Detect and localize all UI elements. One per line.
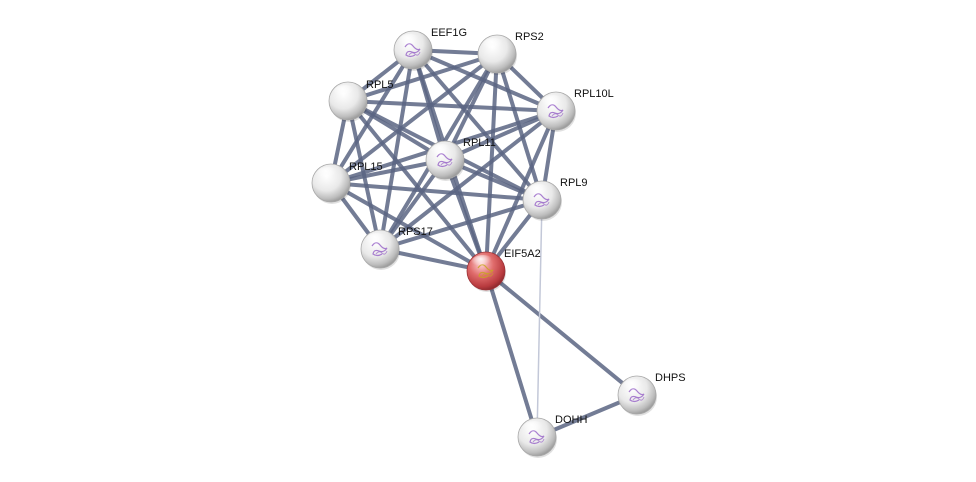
- node-label-rps17: RPS17: [398, 226, 433, 238]
- node-rpl15[interactable]: RPL15: [311, 161, 383, 204]
- node-label-rpl5: RPL5: [366, 79, 394, 91]
- edge-rpl9-rps17[interactable]: [378, 198, 544, 251]
- protein-structure-icon: [537, 201, 550, 206]
- node-highlight: [622, 379, 646, 395]
- node-rpl9[interactable]: RPL9: [522, 177, 588, 221]
- edge-rpl5-eif5a2[interactable]: [346, 99, 488, 273]
- node-highlight: [333, 85, 357, 101]
- protein-structure-icon: [632, 396, 645, 401]
- node-label-rpl15: RPL15: [349, 161, 383, 173]
- edge-eif5a2-dhps[interactable]: [484, 269, 639, 397]
- node-rpl11[interactable]: RPL11: [425, 137, 496, 181]
- protein-structure-icon: [375, 250, 388, 255]
- node-highlight: [365, 233, 389, 249]
- node-highlight: [398, 34, 422, 50]
- edge-rpl9-dohh[interactable]: [536, 199, 543, 438]
- edge-rps2-rpl5[interactable]: [346, 52, 499, 103]
- node-dhps[interactable]: DHPS: [617, 372, 686, 416]
- node-label-rps2: RPS2: [515, 31, 544, 43]
- node-label-dohh: DOHH: [555, 414, 587, 426]
- node-highlight: [316, 167, 340, 183]
- node-label-dhps: DHPS: [655, 372, 686, 384]
- node-highlight: [482, 38, 506, 54]
- node-rps17[interactable]: RPS17: [360, 226, 433, 270]
- node-label-eef1g: EEF1G: [431, 27, 467, 39]
- edge-rpl10l-rpl11[interactable]: [443, 109, 558, 162]
- node-dohh[interactable]: DOHH: [517, 414, 587, 458]
- node-highlight: [527, 184, 551, 200]
- node-eif5a2[interactable]: EIF5A2: [466, 248, 541, 292]
- node-highlight: [430, 144, 454, 160]
- node-eef1g[interactable]: EEF1G: [393, 27, 467, 71]
- edge-rpl15-rpl9[interactable]: [329, 181, 544, 202]
- node-rpl10l[interactable]: RPL10L: [536, 88, 614, 132]
- node-highlight: [522, 421, 546, 437]
- node-label-rpl9: RPL9: [560, 177, 588, 189]
- protein-structure-icon: [551, 112, 564, 117]
- protein-structure-icon: [408, 51, 421, 56]
- node-highlight: [471, 255, 495, 271]
- node-rpl5[interactable]: RPL5: [328, 79, 394, 122]
- protein-structure-icon: [440, 161, 453, 166]
- protein-structure-icon: [481, 272, 494, 277]
- node-label-rpl10l: RPL10L: [574, 88, 614, 100]
- edge-rps2-rpl15[interactable]: [329, 52, 499, 185]
- edge-rpl5-rpl10l[interactable]: [346, 99, 558, 113]
- protein-structure-icon: [532, 438, 545, 443]
- node-label-eif5a2: EIF5A2: [504, 248, 541, 260]
- edge-rpl11-eif5a2[interactable]: [443, 158, 488, 273]
- edge-rpl15-eif5a2[interactable]: [329, 181, 488, 273]
- edge-eif5a2-dohh[interactable]: [484, 269, 539, 439]
- node-label-rpl11: RPL11: [463, 137, 496, 149]
- node-highlight: [541, 95, 565, 111]
- node-rps2[interactable]: RPS2: [477, 31, 544, 75]
